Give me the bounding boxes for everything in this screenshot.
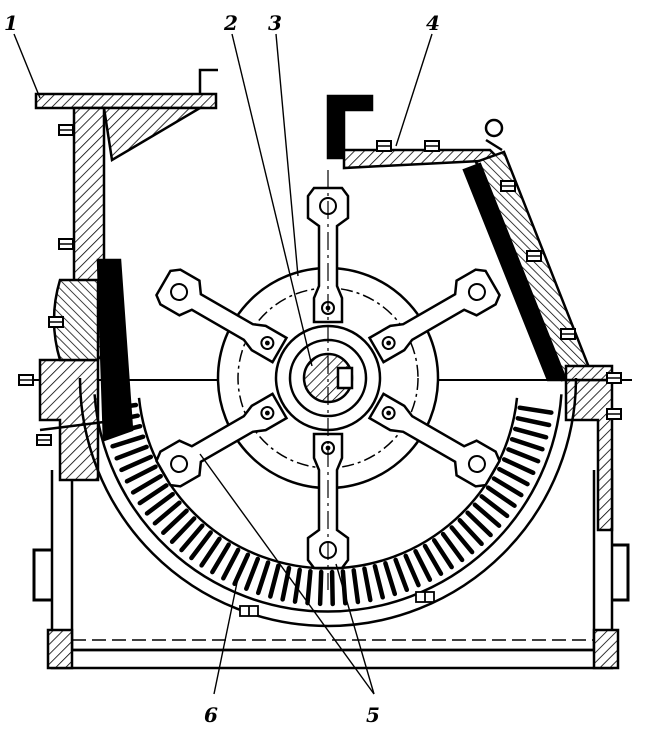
callout-6: 6 xyxy=(204,703,218,727)
grate-bar xyxy=(517,405,554,415)
grate-bar xyxy=(106,423,143,437)
grate-bar xyxy=(440,531,465,563)
grate-bar xyxy=(393,557,410,593)
grate-clips xyxy=(239,591,435,617)
grate-bar xyxy=(317,569,324,607)
grate-bar xyxy=(280,565,292,602)
grate-bar xyxy=(221,547,241,581)
grate-bar xyxy=(506,447,541,464)
grate-bar xyxy=(110,434,146,449)
grate-bar xyxy=(189,530,213,561)
grate-bar xyxy=(255,560,271,596)
grate-bar xyxy=(104,413,140,425)
grate-bar xyxy=(485,485,517,508)
callout-3: 3 xyxy=(268,11,282,35)
grate-bar xyxy=(512,426,549,440)
hammer xyxy=(306,432,350,570)
grate-bar xyxy=(383,561,398,597)
housing-lower-body xyxy=(18,358,632,670)
grate-bar xyxy=(119,454,154,473)
hammer xyxy=(155,268,289,364)
grate-bar xyxy=(130,473,163,495)
grate-bar xyxy=(362,566,373,603)
grate-bar xyxy=(509,436,545,452)
hammer-set xyxy=(155,186,501,570)
grate-bar xyxy=(340,569,348,606)
grate-bar xyxy=(413,548,433,582)
grate-bar xyxy=(292,567,302,604)
grate-bar xyxy=(472,502,502,528)
rotor-shaft xyxy=(302,352,354,404)
grate-bar xyxy=(501,457,536,476)
grate-bar xyxy=(515,416,552,428)
grate-bar xyxy=(124,464,158,484)
left-upper-wall xyxy=(34,68,218,442)
grate-bar xyxy=(210,542,231,575)
hammer xyxy=(367,392,501,488)
grate-bar xyxy=(497,466,530,487)
grate-bar xyxy=(351,568,361,605)
grate-bar xyxy=(232,552,251,587)
grate-bar xyxy=(244,556,261,591)
grate-bar xyxy=(179,523,205,553)
grate-bar xyxy=(137,483,169,506)
callout-1: 1 xyxy=(4,11,18,35)
grate-bar xyxy=(144,491,175,516)
grate-bars xyxy=(101,402,554,607)
grate-bar xyxy=(457,518,484,547)
grate-bar xyxy=(465,510,493,538)
grate-bar xyxy=(479,494,510,519)
grate-bar xyxy=(491,476,524,498)
grate-bar xyxy=(431,538,454,570)
grate-bar xyxy=(372,563,385,600)
hammer xyxy=(367,268,501,364)
grate-bar xyxy=(403,553,421,588)
grate-bar xyxy=(101,402,139,412)
grate-bar xyxy=(169,516,197,544)
grate-bar xyxy=(152,500,182,526)
grate-bar xyxy=(305,568,313,606)
grate-bar xyxy=(199,536,222,568)
grate-bar xyxy=(449,525,475,555)
grate-bar xyxy=(161,508,189,535)
leader-lines xyxy=(13,33,433,695)
callout-2: 2 xyxy=(223,11,238,35)
grate-bar xyxy=(114,444,149,461)
callout-4: 4 xyxy=(426,11,440,35)
right-upper-wall xyxy=(326,94,614,382)
callout-5: 5 xyxy=(366,703,380,727)
grate-bar xyxy=(329,569,335,607)
hammer xyxy=(155,392,289,488)
callout-labels: 1 2 3 4 5 6 xyxy=(4,11,440,727)
grate-bar xyxy=(268,563,281,599)
grate-bar xyxy=(422,543,444,576)
